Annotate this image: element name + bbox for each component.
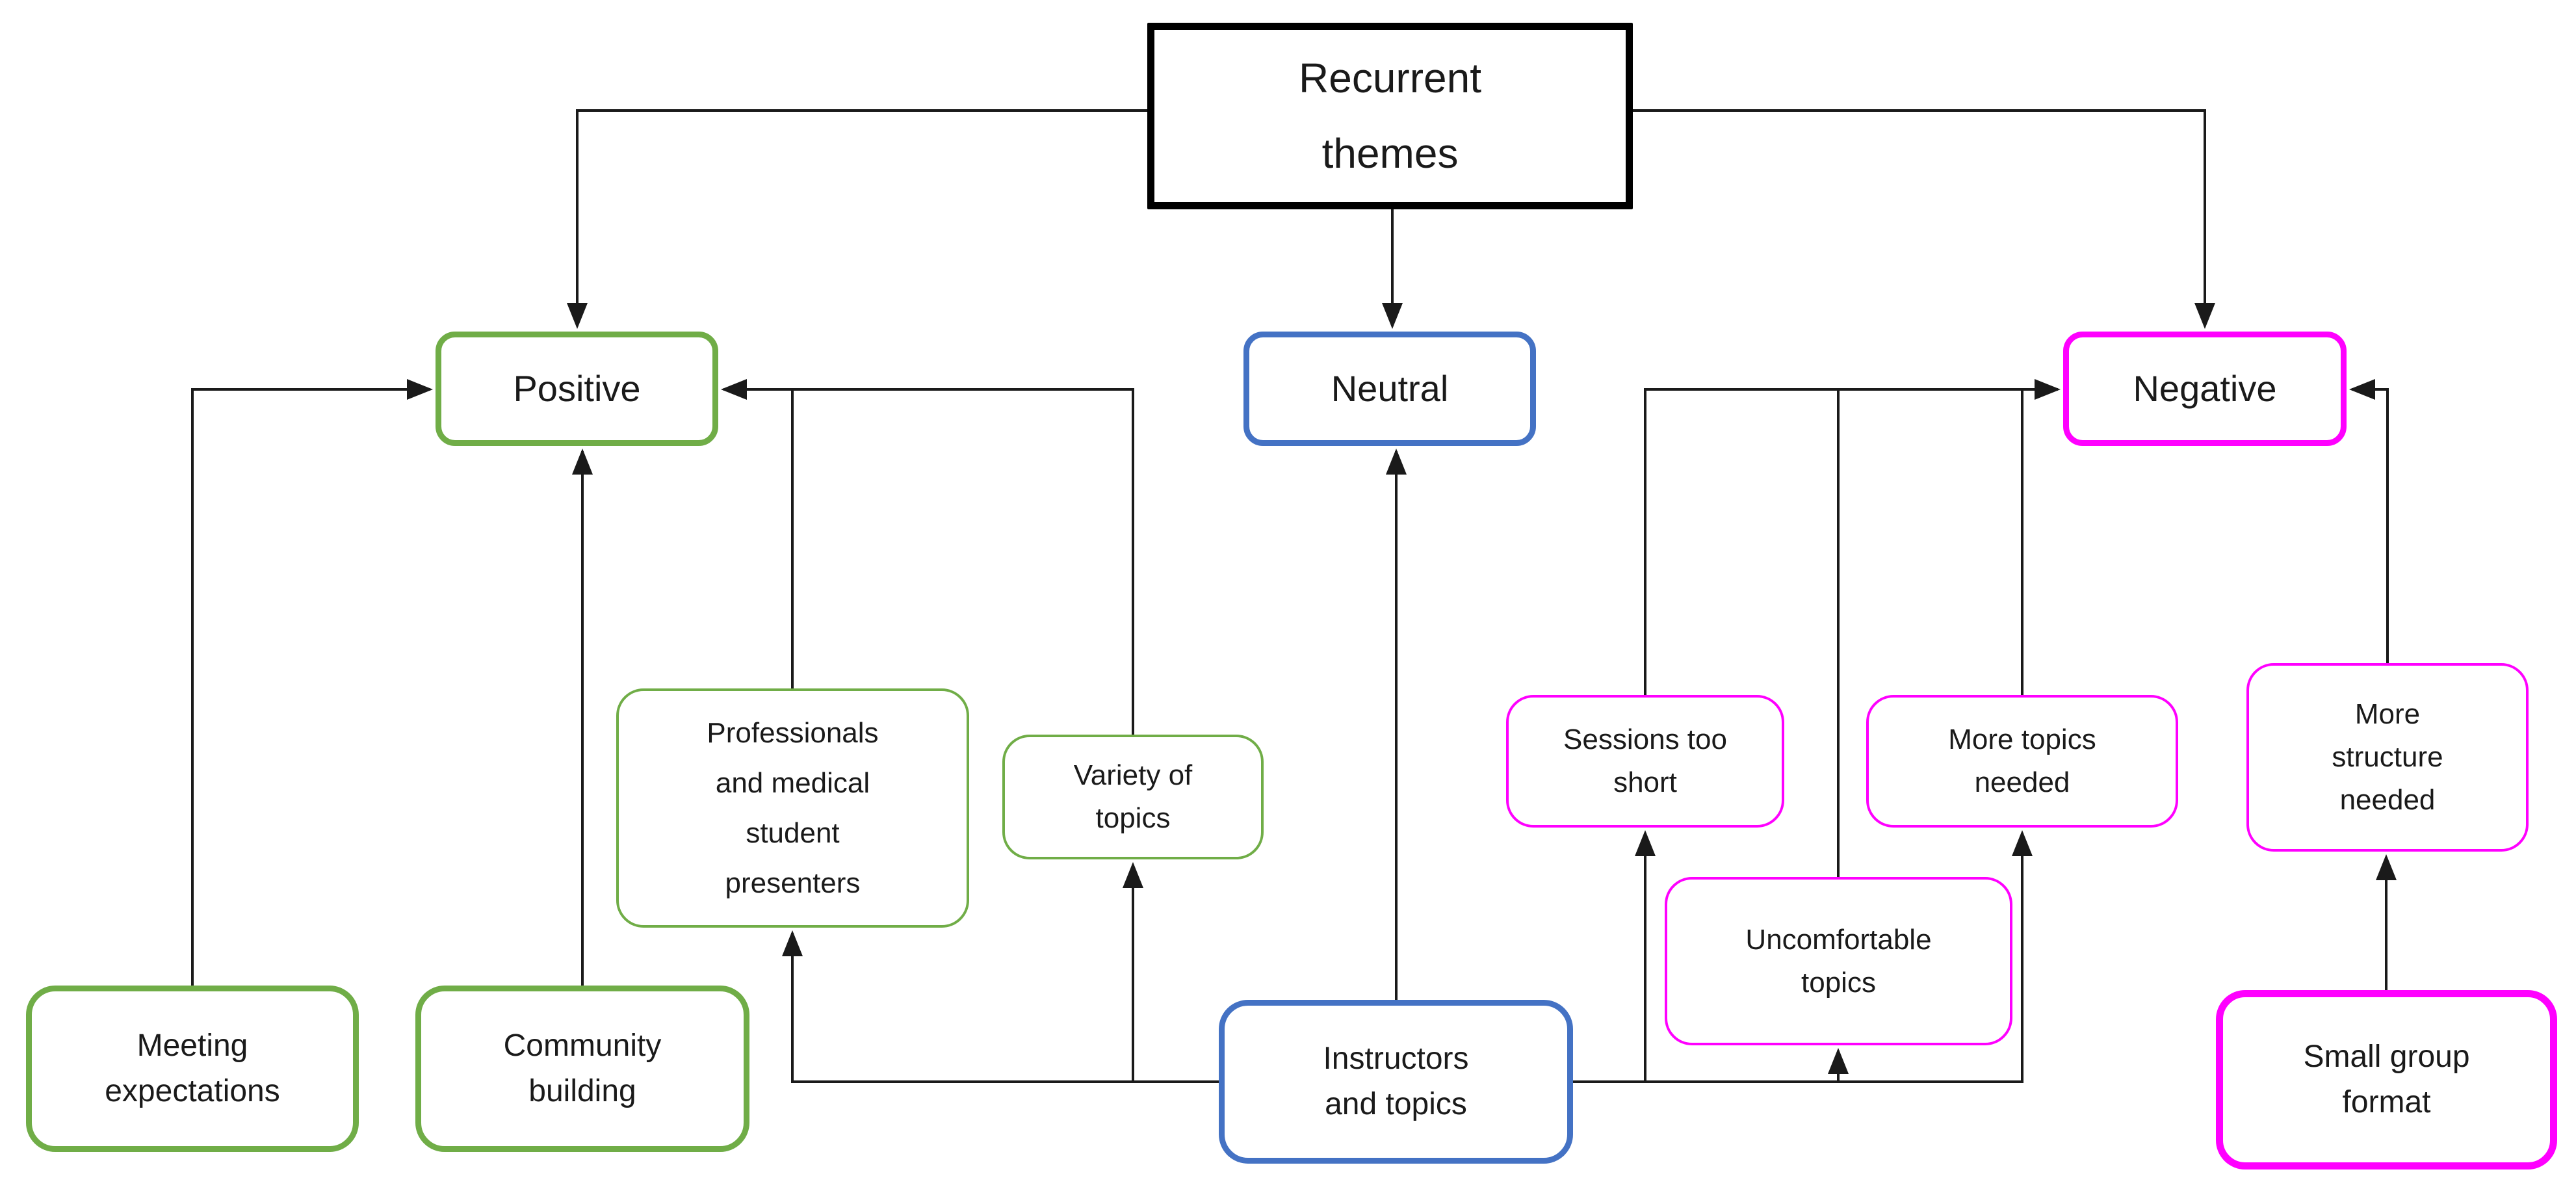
node-uncomfortable-topics: Uncomfortable topics <box>1665 877 2012 1045</box>
node-recurrent-themes: Recurrent themes <box>1147 23 1633 209</box>
node-neutral-label: Neutral <box>1331 368 1449 410</box>
edge-recurrent-negative <box>1633 109 2215 329</box>
node-recurrent-themes-label: Recurrent themes <box>1299 55 1481 177</box>
node-uncomfortable-topics-label: Uncomfortable topics <box>1745 923 1932 999</box>
node-meeting-expectations-label: Meeting expectations <box>105 1028 280 1108</box>
edge-instructors-professionals <box>782 930 1219 1083</box>
node-instructors-and-topics-label: Instructors and topics <box>1323 1041 1469 1121</box>
node-community-building-label: Community building <box>503 1028 662 1108</box>
node-negative-label: Negative <box>2133 368 2277 410</box>
node-professionals-presenters-label: Professionals and medical student presen… <box>707 717 879 899</box>
edge-recurrent-positive <box>567 109 1147 329</box>
node-variety-of-topics-label: Variety of topics <box>1073 759 1193 834</box>
node-sessions-too-short-label: Sessions too short <box>1563 724 1727 798</box>
node-variety-of-topics: Variety of topics <box>1002 735 1264 859</box>
node-more-topics-needed: More topics needed <box>1866 695 2178 828</box>
node-more-structure-needed: More structure needed <box>2246 663 2529 852</box>
edge-sessions-and-others-negative <box>1644 379 2061 695</box>
node-more-topics-needed-label: More topics needed <box>1948 724 2096 798</box>
node-small-group-format: Small group format <box>2216 990 2557 1169</box>
edge-variety-and-professionals-positive <box>721 379 1134 735</box>
node-positive: Positive <box>436 332 718 446</box>
edge-instructors-more-topics <box>1573 830 2033 1083</box>
node-instructors-and-topics: Instructors and topics <box>1219 1000 1573 1164</box>
node-negative: Negative <box>2063 332 2347 446</box>
node-positive-label: Positive <box>513 368 641 410</box>
node-professionals-presenters: Professionals and medical student presen… <box>616 688 969 928</box>
node-meeting-expectations: Meeting expectations <box>26 986 359 1152</box>
node-small-group-format-label: Small group format <box>2303 1039 2470 1119</box>
edge-meeting-expectations-positive <box>191 379 433 986</box>
node-more-structure-needed-label: More structure needed <box>2332 698 2443 816</box>
node-neutral: Neutral <box>1243 332 1536 446</box>
node-sessions-too-short: Sessions too short <box>1506 695 1784 828</box>
node-community-building: Community building <box>415 986 749 1152</box>
edge-more-structure-negative <box>2349 379 2389 663</box>
